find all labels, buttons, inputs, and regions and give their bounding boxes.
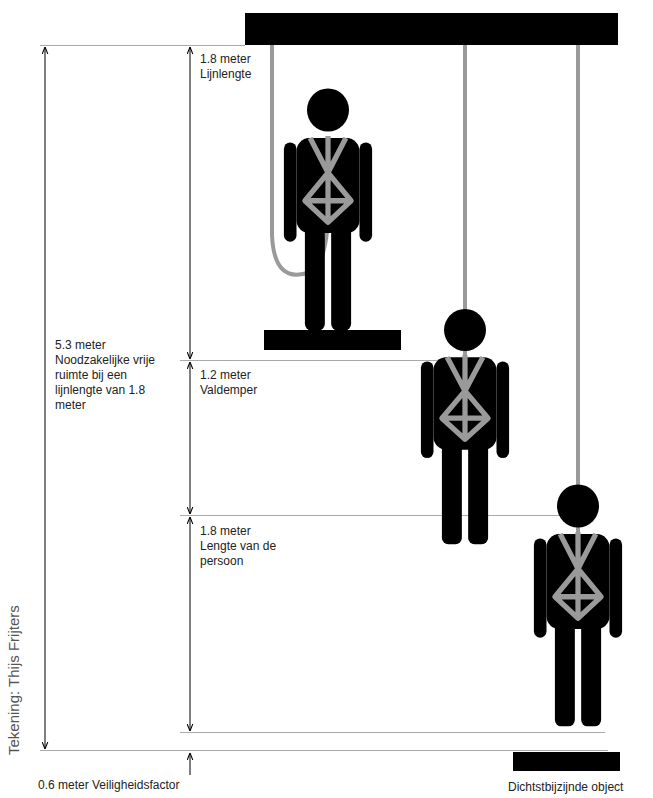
credit-label: Tekening: Thijs Frijters bbox=[6, 605, 21, 755]
object-label: Dichtstbijzijnde object bbox=[508, 780, 648, 795]
platform bbox=[264, 330, 401, 350]
dimension-label: 1.8 meter Lengte van de persoon bbox=[200, 524, 282, 569]
anchor-beam bbox=[245, 13, 618, 45]
dimension-arrows bbox=[45, 47, 190, 775]
lanyards bbox=[272, 45, 578, 552]
reference-lines bbox=[40, 46, 608, 751]
person-falling bbox=[421, 309, 509, 544]
dimension-label: 0.6 meter Veiligheidsfactor bbox=[38, 778, 238, 793]
nearest-object bbox=[513, 752, 620, 771]
person-arrested bbox=[534, 484, 622, 726]
dimension-label: 1.8 meter Lijnlengte bbox=[200, 52, 266, 82]
dimension-label: 1.2 meter Valdemper bbox=[200, 368, 280, 398]
person-standing bbox=[284, 88, 372, 330]
dimension-label: 5.3 meter Noodzakelijke vrije ruimte bij… bbox=[55, 338, 167, 413]
